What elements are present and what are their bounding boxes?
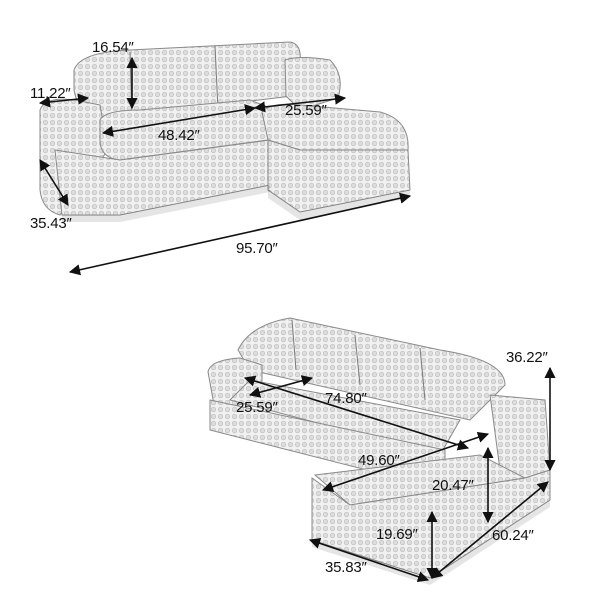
seat-width-label: 48.42″ xyxy=(158,127,201,144)
bottom-dimension-labels: 25.59″ 74.80″ 36.22″ 49.60″ 20.47″ 19.69… xyxy=(236,349,549,576)
chaise-length-label: 49.60″ xyxy=(358,452,401,469)
arm-width-label: 11.22″ xyxy=(30,85,71,102)
height-label: 36.22″ xyxy=(506,349,549,366)
depth-label: 35.43″ xyxy=(30,215,73,232)
top-dimension-labels: 16.54″ 11.22″ 48.42″ 25.59″ 35.43″ 95.70… xyxy=(30,39,328,257)
chaise-width-label-bottom: 35.83″ xyxy=(325,559,368,576)
top-dimension-lines xyxy=(38,56,412,276)
top-sofa-illustration xyxy=(39,41,411,222)
bottom-dimension-lines xyxy=(243,366,556,583)
chaise-depth-total-label: 60.24″ xyxy=(492,527,535,544)
seat-depth-label: 25.59″ xyxy=(236,399,279,416)
main-width-label: 74.80″ xyxy=(325,390,368,407)
pillow-height-label: 16.54″ xyxy=(92,39,135,56)
chaise-width-label: 25.59″ xyxy=(285,102,328,119)
back-height-label: 20.47″ xyxy=(432,477,475,494)
total-width-label: 95.70″ xyxy=(236,240,279,257)
seat-height-label: 19.69″ xyxy=(376,526,419,543)
